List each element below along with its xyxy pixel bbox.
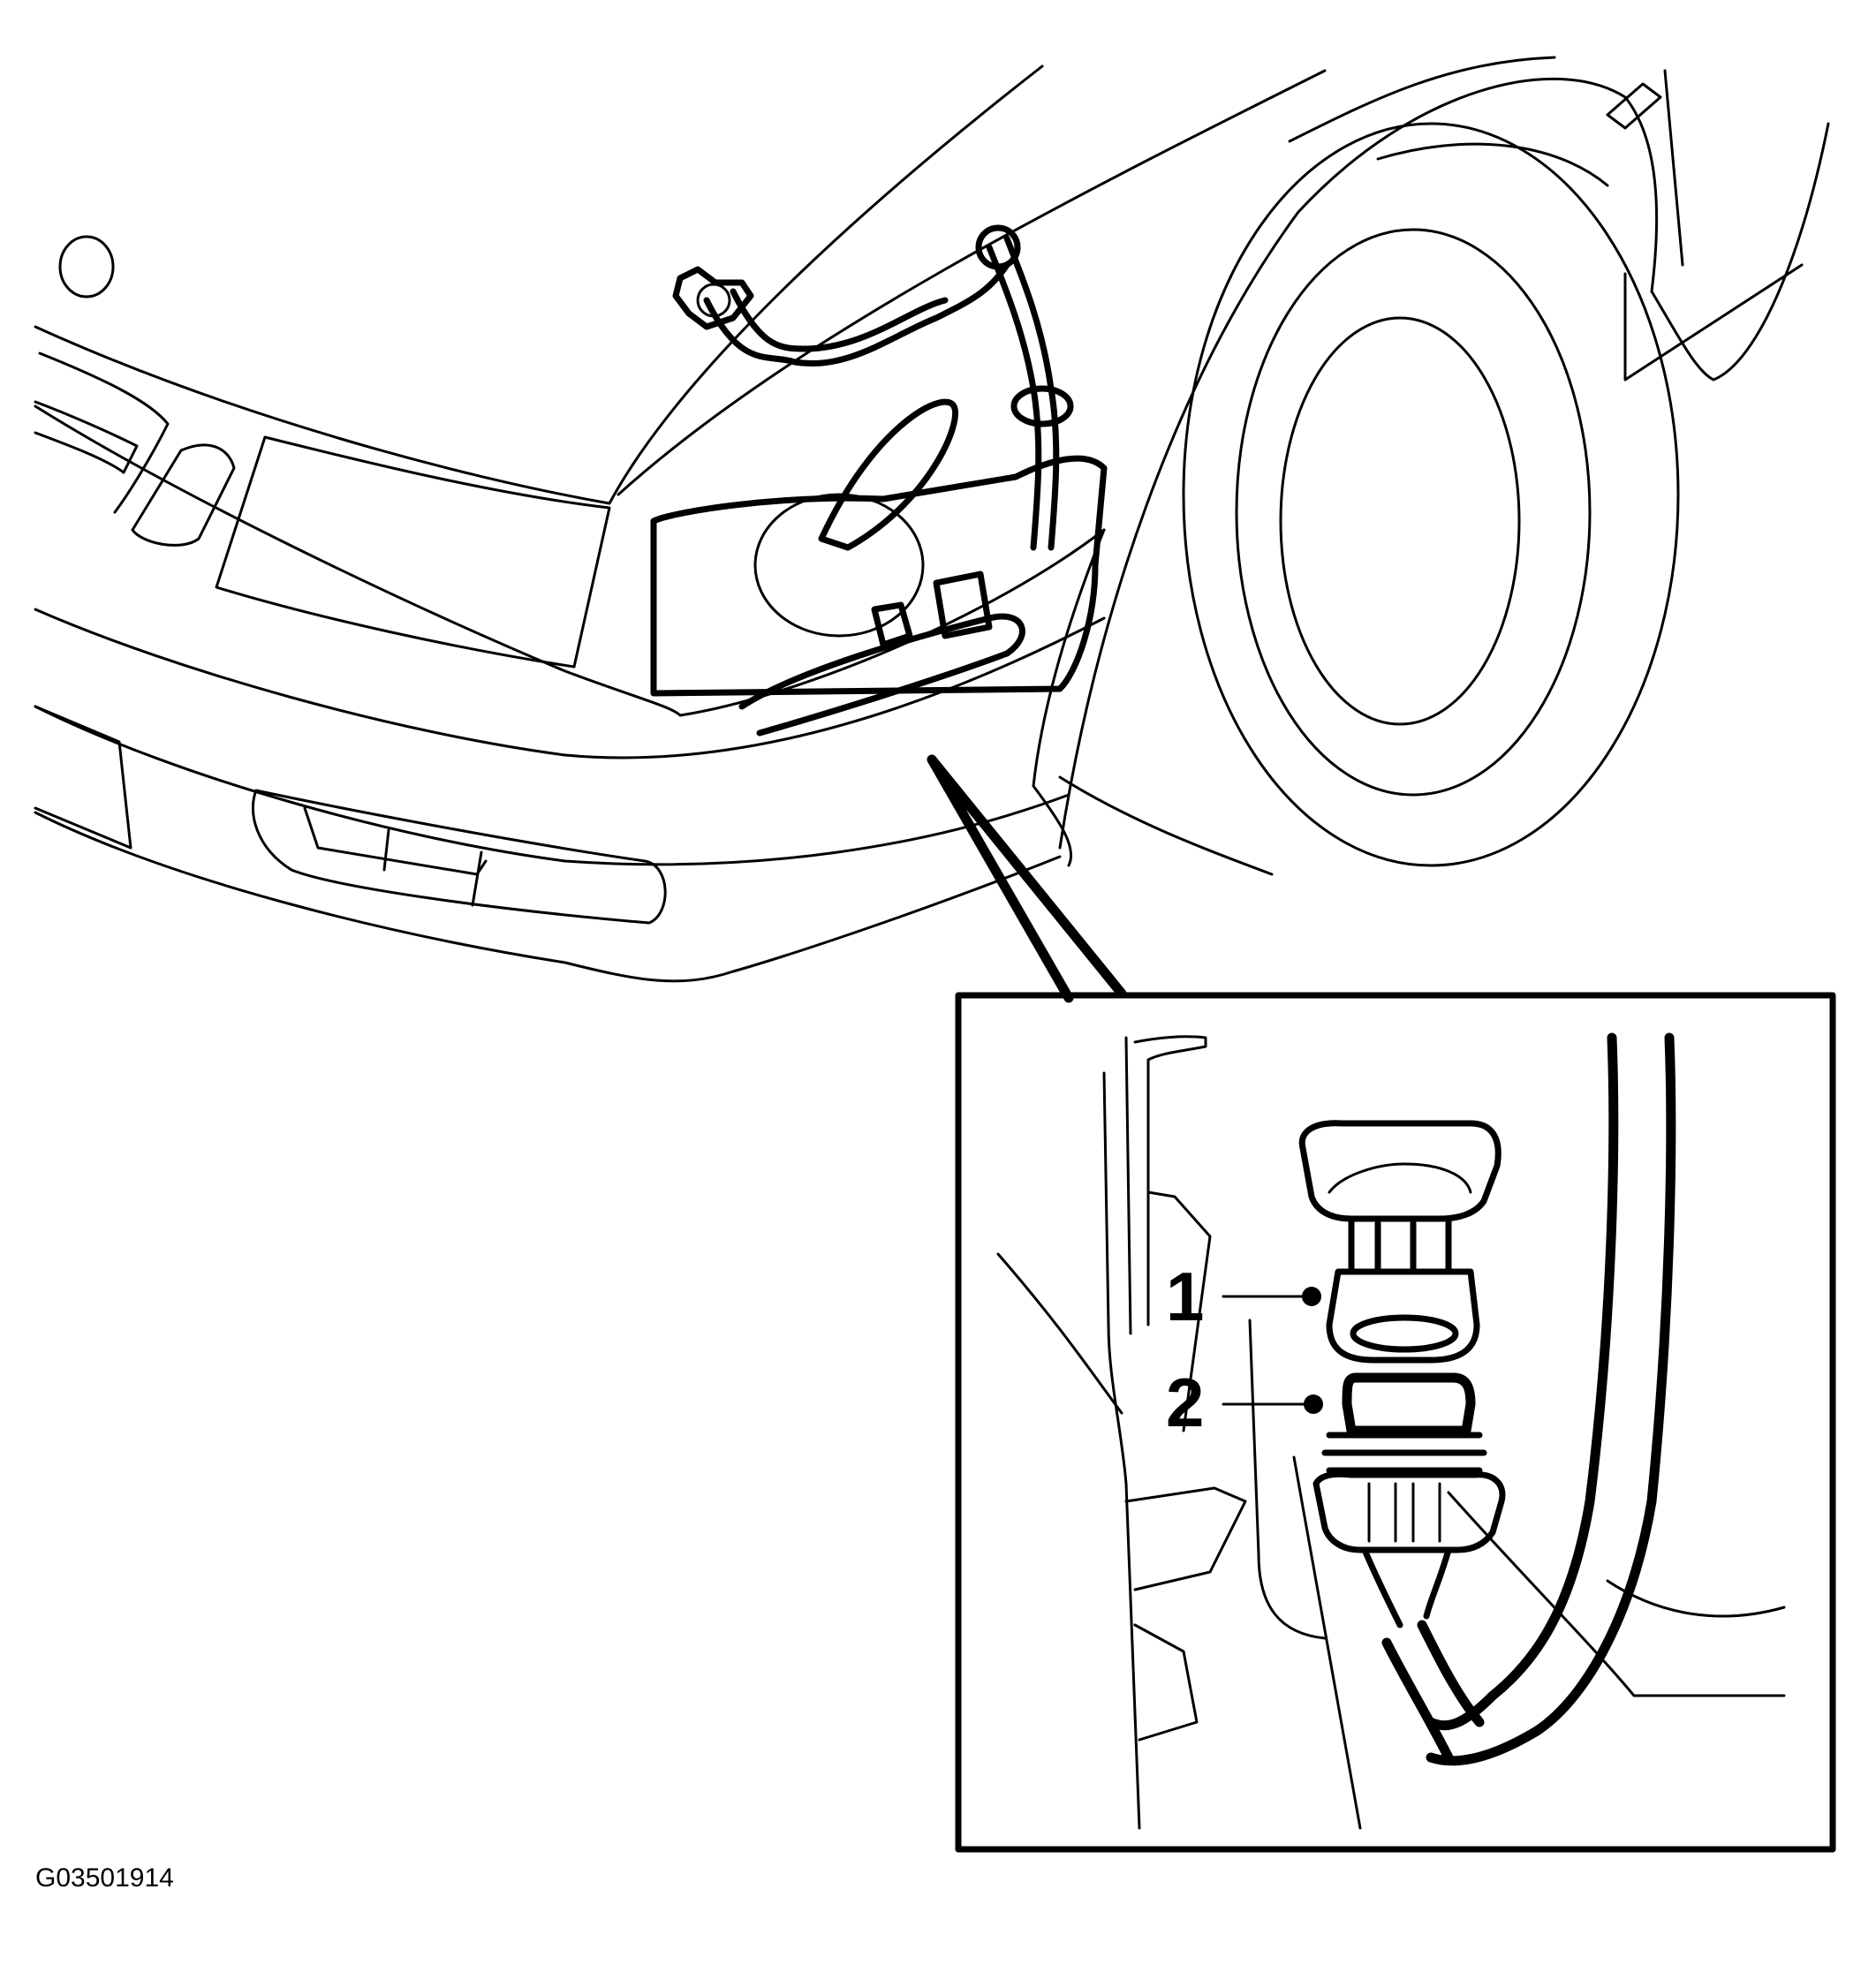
connector-socket — [1312, 1372, 1506, 1629]
panel-curve — [996, 1252, 1123, 1415]
tire-outer — [1182, 122, 1680, 867]
clip-bracket — [672, 266, 754, 330]
plug-collar-inner — [1328, 1162, 1472, 1194]
plug-body — [1326, 1268, 1480, 1364]
callout-1-dot — [1302, 1287, 1321, 1306]
grille-bar — [131, 443, 236, 547]
callout-2-number: 2 — [1166, 1364, 1204, 1441]
fender-lower — [1058, 775, 1274, 876]
fog-lamp-divider-2 — [471, 850, 483, 907]
inner-rib-2 — [1447, 1491, 1786, 1697]
harness-upper — [703, 261, 1010, 367]
panel-edge-left — [1102, 1071, 1141, 1830]
windshield-edge — [1288, 56, 1556, 143]
rim — [1279, 316, 1521, 726]
hood-crease — [617, 69, 1327, 496]
grommet-top — [975, 224, 1021, 270]
panel-bracket-2 — [1146, 1190, 1212, 1432]
panel-fold — [1124, 1486, 1247, 1591]
panel-bracket — [1133, 1035, 1207, 1326]
callout-2: 2 — [1166, 1364, 1323, 1441]
detail-inset: 1 2 — [955, 992, 1836, 1853]
hood-edge — [34, 64, 1044, 505]
clip-center — [696, 283, 731, 318]
tire-inner — [1235, 228, 1592, 797]
fender-side-2 — [1623, 263, 1804, 382]
callout-pointer — [927, 754, 1127, 1003]
bumper-corner — [1032, 528, 1106, 867]
car-front-overview — [34, 56, 1830, 1003]
fog-lamp-inner — [303, 806, 488, 876]
emblem — [58, 235, 115, 299]
fog-lamp — [251, 789, 667, 925]
socket-latch — [1367, 1482, 1441, 1543]
headlamp-reflector — [818, 398, 958, 551]
plug-collar — [1298, 1120, 1502, 1222]
bumper-bottom — [34, 811, 1062, 983]
socket-rings — [1321, 1432, 1487, 1474]
mirror-stub — [1606, 82, 1662, 130]
inset-harness-2 — [1426, 1032, 1676, 1766]
harness-lower — [730, 288, 949, 352]
fog-lamp-divider — [382, 828, 390, 872]
connector-plug — [1298, 1120, 1502, 1364]
grille-main — [215, 435, 611, 669]
inset-harness-3 — [1381, 1637, 1454, 1763]
callout-1-number: 1 — [1166, 1258, 1204, 1335]
panel-divider — [1248, 1319, 1327, 1640]
callout-1: 1 — [1166, 1258, 1321, 1335]
grille-upper — [38, 351, 170, 514]
inset-harness — [1426, 1032, 1619, 1731]
lamp-harness-loop — [738, 613, 1025, 737]
socket-tail — [1361, 1546, 1452, 1629]
bumper-top — [34, 404, 1106, 717]
headlamp-bulb — [753, 493, 925, 638]
socket-base — [1312, 1470, 1506, 1553]
plug-ribs — [1348, 1215, 1452, 1275]
wheel-arch-inner — [1376, 142, 1609, 187]
inset-frame — [955, 992, 1836, 1853]
license-plate-edge — [34, 705, 132, 850]
panel-edge-left-2 — [1124, 1036, 1132, 1335]
door-edge — [1663, 69, 1684, 267]
inset-harness-4 — [1417, 1620, 1485, 1727]
lamp-connector — [871, 601, 913, 648]
lamp-connector-2 — [933, 571, 993, 639]
socket-body — [1342, 1372, 1476, 1436]
plug-face — [1350, 1314, 1459, 1353]
grommet-mid — [1010, 385, 1074, 427]
callout-2-dot — [1304, 1394, 1323, 1414]
grille-left-slot — [34, 400, 139, 474]
wheel-arch — [1058, 77, 1659, 850]
bumper-face — [34, 608, 1106, 760]
figure-code: G03501914 — [35, 1863, 174, 1893]
bumper-lower — [34, 705, 1070, 866]
panel-fold-2 — [1133, 1623, 1199, 1742]
inner-rib — [1292, 1455, 1362, 1830]
fender-side — [1650, 122, 1830, 382]
